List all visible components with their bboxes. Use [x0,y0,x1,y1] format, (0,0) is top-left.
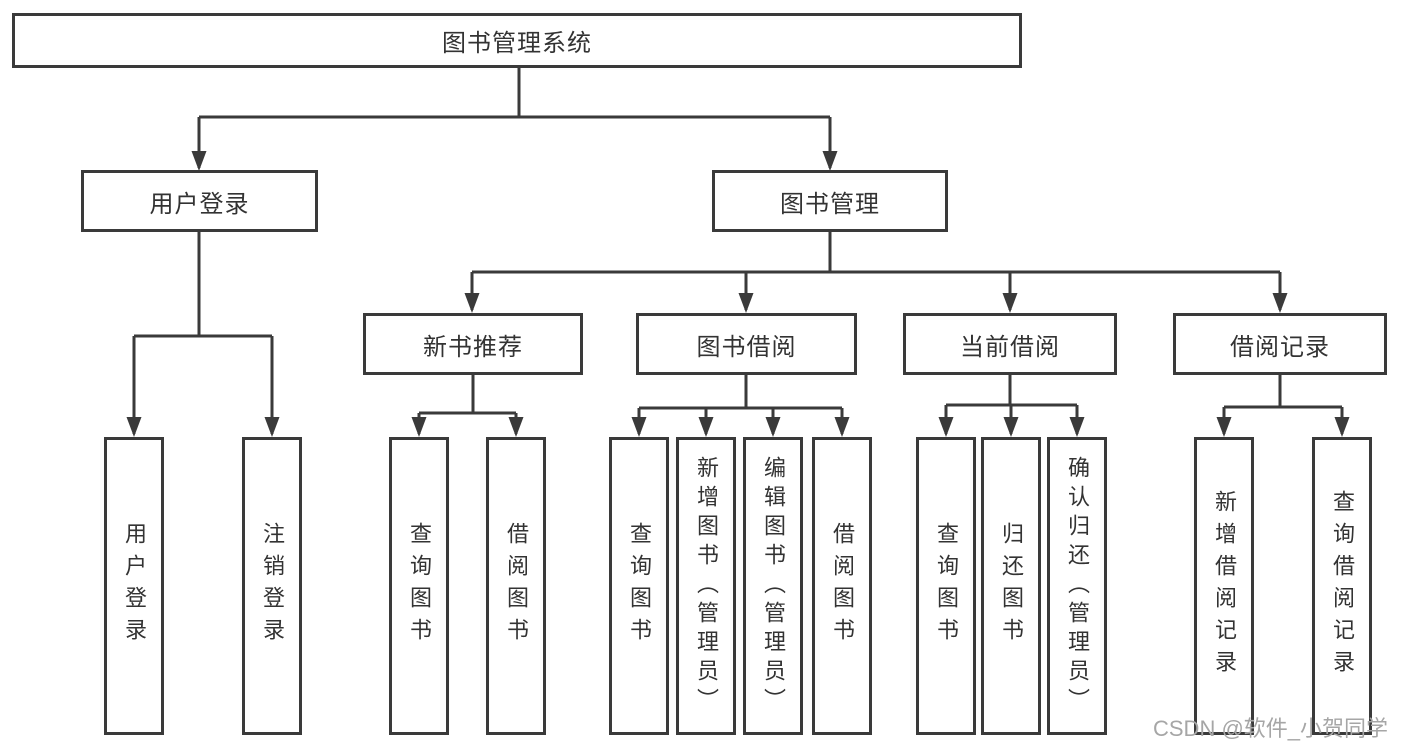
leaf-query-books-recommend: 查询图书 [389,437,449,735]
leaf-label: 注销登录 [260,522,285,650]
node-current-borrowing: 当前借阅 [903,313,1117,375]
leaf-edit-books-admin: 编辑图书（管理员） [743,437,803,735]
node-borrowing-records: 借阅记录 [1173,313,1387,375]
node-label: 图书借阅 [696,333,797,361]
node-label: 借阅记录 [1230,333,1330,361]
leaf-user-login: 用户登录 [104,437,164,735]
leaf-label: 新增图书（管理员） [694,455,719,717]
node-library-management-system: 图书管理系统 [12,13,1022,68]
leaf-label: 借阅图书 [830,522,855,650]
node-book-management: 图书管理 [712,170,948,232]
leaf-label: 确认归还（管理员） [1065,455,1090,717]
node-label: 当前借阅 [960,333,1060,361]
leaf-logout: 注销登录 [242,437,302,735]
leaf-query-books-current: 查询图书 [916,437,976,735]
csdn-watermark: CSDN @软件_小贺同学 [1153,716,1389,741]
leaf-borrow-books-borrowing: 借阅图书 [812,437,872,735]
leaf-label: 编辑图书（管理员） [761,455,786,717]
leaf-add-books-admin: 新增图书（管理员） [676,437,736,735]
node-label: 图书管理 [780,190,880,218]
leaf-label: 新增借阅记录 [1212,490,1237,682]
node-label: 图书管理系统 [442,30,592,57]
leaf-borrow-books-recommend: 借阅图书 [486,437,546,735]
arrowheads [126,151,1350,437]
leaf-confirm-return-admin: 确认归还（管理员） [1047,437,1107,735]
leaf-query-books-borrowing: 查询图书 [609,437,669,735]
node-new-book-recommendation: 新书推荐 [363,313,583,375]
leaf-label: 用户登录 [122,522,147,650]
leaf-label: 查询图书 [407,522,432,650]
leaf-label: 查询图书 [934,522,959,650]
leaf-label: 查询图书 [627,522,652,650]
leaf-label: 归还图书 [999,522,1024,650]
node-book-borrowing: 图书借阅 [636,313,857,375]
leaf-add-borrow-record: 新增借阅记录 [1194,437,1254,735]
node-label: 用户登录 [149,190,250,218]
leaf-query-borrow-record: 查询借阅记录 [1312,437,1372,735]
leaf-return-books: 归还图书 [981,437,1041,735]
node-label: 新书推荐 [423,333,523,361]
leaf-label: 借阅图书 [504,522,529,650]
node-user-login: 用户登录 [81,170,318,232]
leaf-label: 查询借阅记录 [1330,490,1355,682]
